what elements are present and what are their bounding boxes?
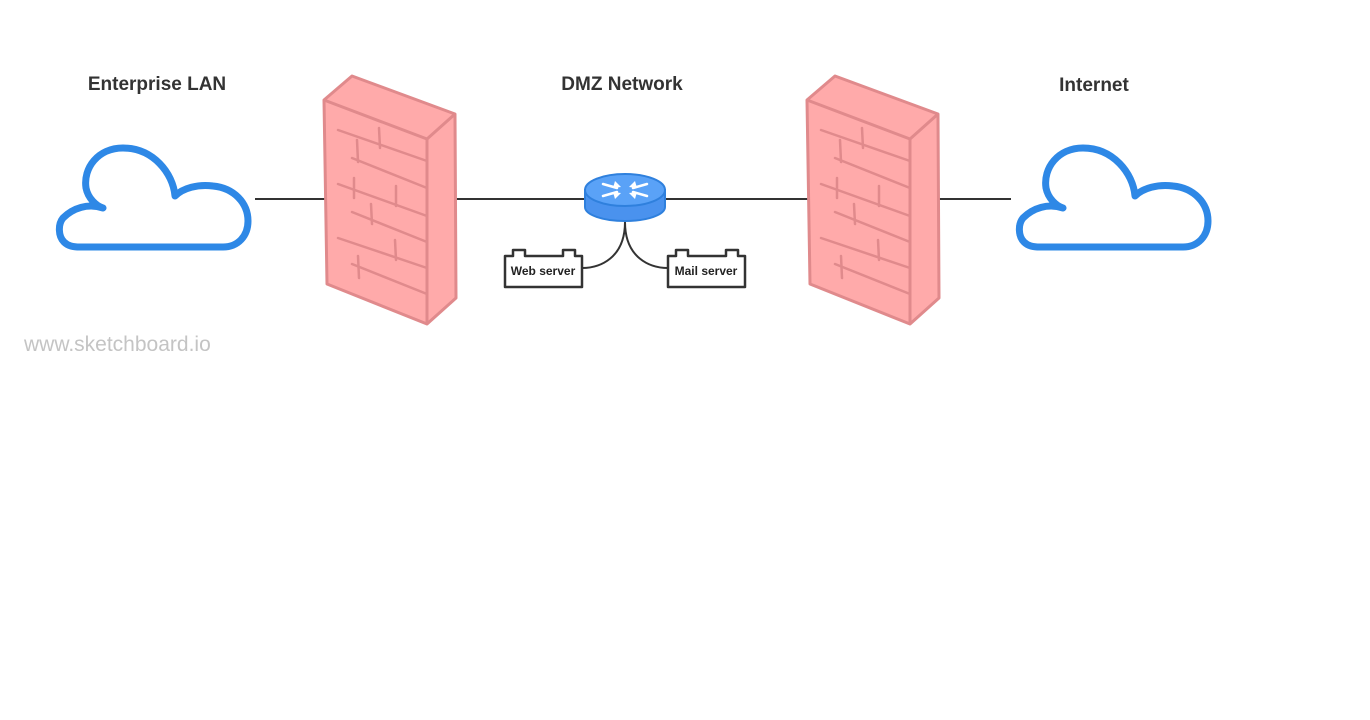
web-server-label: Web server bbox=[511, 264, 576, 278]
internet-cloud-icon bbox=[1019, 148, 1208, 247]
mail-server-label: Mail server bbox=[675, 264, 738, 278]
dmz-network-title: DMZ Network bbox=[561, 74, 683, 95]
connector-router-web-server bbox=[581, 221, 626, 269]
web-server-icon bbox=[503, 248, 584, 289]
internet-firewall-icon bbox=[805, 74, 941, 326]
dmz-router-icon bbox=[584, 173, 666, 222]
connector-router-mail-server bbox=[624, 221, 669, 269]
enterprise-lan-cloud-icon bbox=[59, 148, 248, 247]
connector-lines bbox=[255, 198, 1011, 269]
internet-title: Internet bbox=[1059, 75, 1129, 96]
lan-firewall-icon bbox=[322, 74, 458, 326]
enterprise-lan-title: Enterprise LAN bbox=[88, 74, 226, 95]
mail-server-icon bbox=[666, 248, 747, 289]
sketchboard-watermark: www.sketchboard.io bbox=[23, 333, 211, 356]
